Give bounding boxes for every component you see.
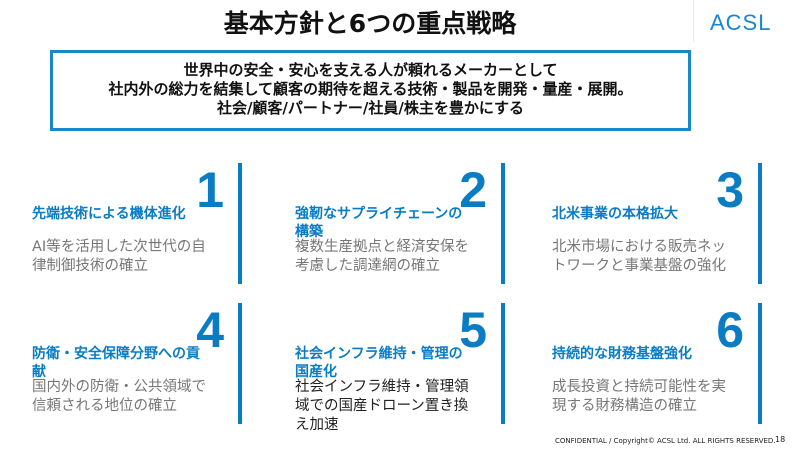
strategy-heading: 持続的な財務基盤強化 [552,346,692,362]
mission-line: 社内外の総力を結集して顧客の期待を超える技術・製品を開発・量産・展開。 [108,80,633,98]
strategy-heading: 北米事業の本格拡大 [552,206,678,222]
strategy-heading: 防衛・安全保障分野への貢献 [32,346,200,380]
strategy-number: 5 [459,302,487,358]
strategy-1: 1 先端技術による機体進化 AI等を活用した次世代の自律制御技術の確立 [32,162,242,286]
divider [238,163,242,284]
strategy-4: 4 防衛・安全保障分野への貢献 国内外の防衛・公共領域で信頼される地位の確立 [32,302,242,426]
mission-line: 社会/顧客/パートナー/社員/株主を豊かにする [216,99,525,117]
strategy-number: 1 [196,162,224,218]
strategy-heading: 先端技術による機体進化 [32,206,186,222]
strategy-heading: 強靭なサプライチェーンの構築 [295,206,463,240]
strategy-number: 6 [716,302,744,358]
divider [501,163,505,284]
strategy-number: 3 [716,162,744,218]
strategy-description: 成長投資と持続可能性を実現する財務構造の確立 [552,379,726,414]
strategy-2: 2 強靭なサプライチェーンの構築 複数生産拠点と経済安保を考慮した調達網の確立 [295,162,505,286]
page-number: 18 [775,435,786,444]
strategy-number: 2 [459,162,487,218]
strategy-description: 社会インフラ維持・管理領域での国産ドローン置き換え加速 [295,379,469,433]
mission-box: 世界中の安全・安心を支える人が頼れるメーカーとして 社内外の総力を結集して顧客の… [50,50,691,131]
mission-line: 世界中の安全・安心を支える人が頼れるメーカーとして [183,61,558,79]
strategy-number: 4 [196,302,224,358]
divider [238,303,242,424]
strategy-3: 3 北米事業の本格拡大 北米市場における販売ネットワークと事業基盤の強化 [552,162,762,286]
strategy-5: 5 社会インフラ維持・管理の国産化 社会インフラ維持・管理領域での国産ドローン置… [295,302,505,433]
strategy-heading: 社会インフラ維持・管理の国産化 [295,346,463,380]
page-title: 基本方針と6つの重点戦略 [223,9,517,38]
divider [501,303,505,424]
strategy-description: AI等を活用した次世代の自律制御技術の確立 [32,239,206,274]
acsl-logo: ACSL [710,10,772,35]
divider [758,163,762,284]
strategy-description: 国内外の防衛・公共領域で信頼される地位の確立 [32,379,206,414]
divider [758,303,762,424]
strategy-description: 複数生産拠点と経済安保を考慮した調達網の確立 [295,239,469,274]
divider [693,0,694,42]
strategy-description: 北米市場における販売ネットワークと事業基盤の強化 [552,239,726,274]
copyright-footer: CONFIDENTIAL / Copyright© ACSL Ltd. ALL … [555,437,776,445]
strategy-6: 6 持続的な財務基盤強化 成長投資と持続可能性を実現する財務構造の確立 [552,302,762,426]
